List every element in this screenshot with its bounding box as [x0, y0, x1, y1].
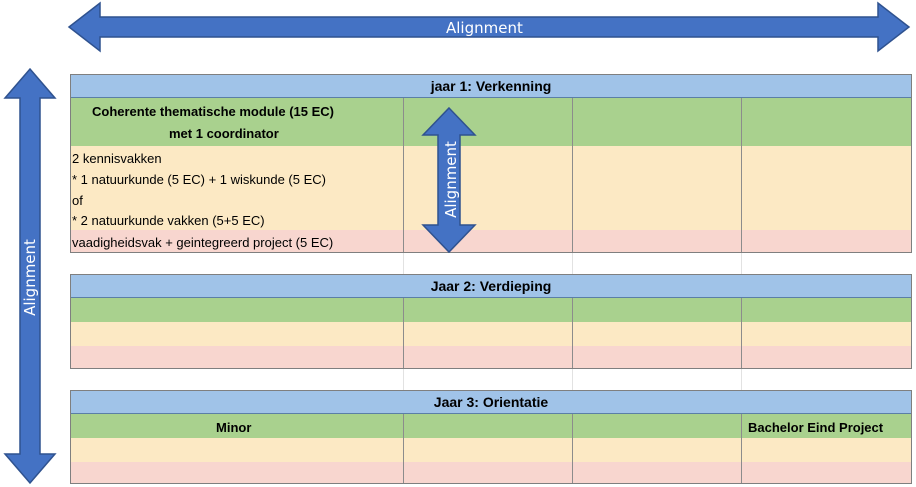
- year2-pink-row: [70, 346, 912, 368]
- curriculum-grid: jaar 1: Verkenning Coherente thematische…: [70, 74, 912, 484]
- year1-line-2: * 1 natuurkunde (5 EC) + 1 wiskunde (5 E…: [72, 172, 326, 187]
- year1-module-row: [70, 98, 912, 146]
- alignment-top-label: Alignment: [446, 19, 523, 37]
- year1-line-4: * 2 natuurkunde vakken (5+5 EC): [72, 213, 265, 228]
- year1-skills-row: [70, 230, 912, 252]
- spacer-row: [70, 368, 912, 390]
- column-divider: [403, 368, 404, 390]
- column-divider: [572, 252, 573, 274]
- alignment-horizontal-arrow: [67, 1, 911, 53]
- double-arrow-shape: [421, 106, 477, 254]
- year2-green-row: [70, 298, 912, 322]
- year3-minor-label: Minor: [216, 420, 252, 435]
- year1-line-3: of: [72, 193, 83, 208]
- column-divider: [403, 98, 404, 252]
- column-divider: [741, 252, 742, 274]
- double-arrow-shape: [3, 67, 57, 485]
- year2-yellow-row: [70, 322, 912, 346]
- double-arrow-shape: [67, 1, 911, 53]
- spacer-row: [70, 252, 912, 274]
- column-divider: [403, 298, 404, 368]
- column-divider: [572, 414, 573, 484]
- alignment-inner-arrow: [421, 106, 477, 254]
- column-divider: [741, 414, 742, 484]
- column-divider: [572, 298, 573, 368]
- year2-title: Jaar 2: Verdieping: [70, 274, 912, 298]
- column-divider: [741, 98, 742, 252]
- year1-knowledge-row: [70, 146, 912, 230]
- year1-module-title: Coherente thematische module (15 EC): [92, 104, 334, 119]
- year1-title: jaar 1: Verkenning: [70, 74, 912, 98]
- alignment-inner-label: Alignment: [441, 141, 460, 218]
- alignment-vertical-arrow: [3, 67, 57, 485]
- year3-pink-row: [70, 462, 912, 484]
- alignment-left-label: Alignment: [20, 239, 39, 316]
- column-divider: [572, 368, 573, 390]
- year1-module-coordinator: met 1 coordinator: [169, 126, 279, 141]
- column-divider: [403, 414, 404, 484]
- column-divider: [741, 298, 742, 368]
- year3-title: Jaar 3: Orientatie: [70, 390, 912, 414]
- column-divider: [403, 252, 404, 274]
- column-divider: [741, 368, 742, 390]
- year1-line-1: 2 kennisvakken: [72, 151, 162, 166]
- column-divider: [572, 98, 573, 252]
- year3-bep-label: Bachelor Eind Project: [748, 420, 884, 435]
- year1-line-5: vaadigheidsvak + geintegreerd project (5…: [72, 235, 334, 250]
- year3-yellow-row: [70, 438, 912, 462]
- year3-green-row: [70, 414, 912, 438]
